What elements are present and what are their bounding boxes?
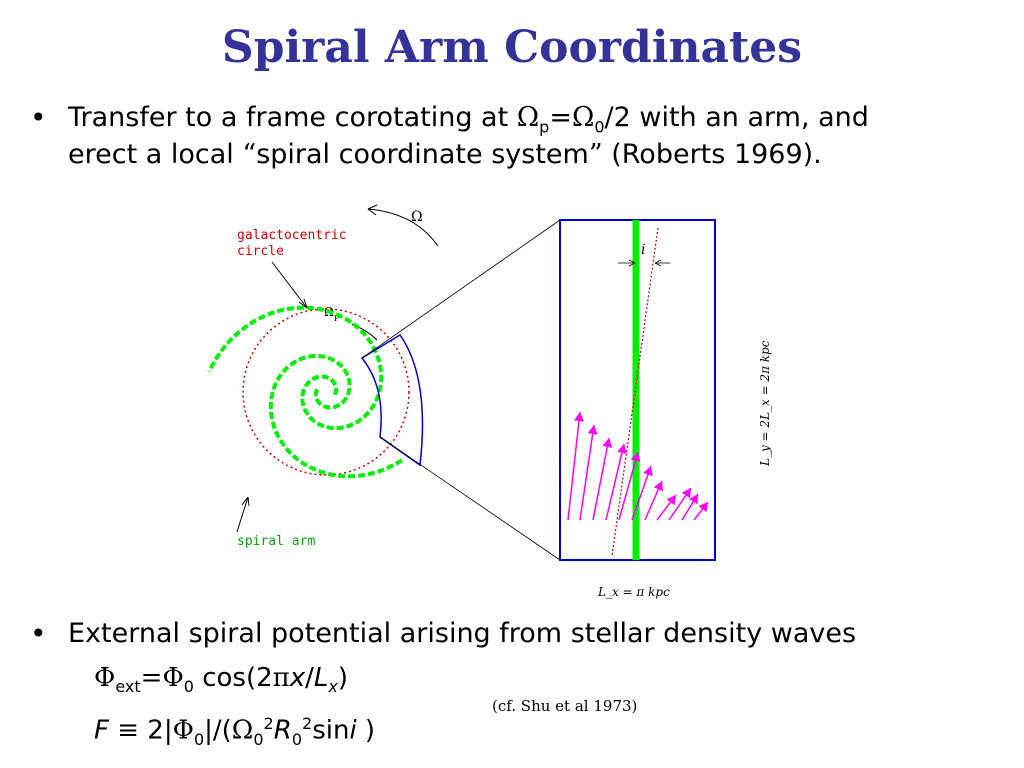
velocity-arrow-shaft <box>592 437 610 521</box>
velocity-arrow-shaft <box>605 443 625 521</box>
R-sub: 0 <box>291 729 302 749</box>
velocity-arrow-head <box>643 466 653 477</box>
eq2-phi-sub: 0 <box>193 729 205 749</box>
pitch-angle-label: i <box>641 242 645 258</box>
zoom-line-bottom <box>379 436 561 561</box>
bullet-1-line-2-start: erect a local <box>68 139 243 170</box>
cos-part: cos(2 <box>193 663 273 693</box>
F-variable: F <box>94 715 109 746</box>
omega-p-label-sub: P <box>334 314 340 323</box>
galactocentric-pointer-head <box>298 298 308 309</box>
velocity-arrow-shaft <box>631 465 652 521</box>
lx-label: L_x = π kpc <box>597 585 670 599</box>
angle-arrowhead-left <box>628 259 636 267</box>
x-variable: x <box>289 663 306 693</box>
R-sup: 2 <box>302 714 313 733</box>
spiral-arm-pointer <box>236 496 249 533</box>
eq2-omega: Ω <box>231 715 254 746</box>
L-variable: L <box>313 663 329 693</box>
galactocentric-circle-segment <box>611 227 659 557</box>
velocity-arrow-head <box>574 412 584 422</box>
spiral-arm-2 <box>268 353 404 479</box>
eq2-phi: Φ <box>172 715 194 746</box>
rotation-arrowhead <box>367 204 378 216</box>
citation: (cf. Shu et al 1973) <box>492 697 638 715</box>
close-quote: ” <box>588 139 603 170</box>
i-variable: i <box>349 715 357 746</box>
pi-symbol: π <box>272 663 290 693</box>
eq2-close: ) <box>356 715 376 746</box>
velocity-arrow-shaft <box>567 411 581 521</box>
bullet-1-text-start: Transfer to a frame corotating at <box>68 102 517 133</box>
quoted-text: spiral coordinate system <box>256 139 589 170</box>
velocity-arrow-shaft <box>618 451 639 521</box>
velocity-arrow-head <box>666 495 676 506</box>
galactocentric-pointer <box>271 261 308 309</box>
eq1-close: ) <box>337 663 349 693</box>
spiral-arm-label: spiral arm <box>237 534 315 549</box>
velocity-arrows <box>567 411 709 521</box>
potential-equation: Φext=Φ0 cos(2πx/Lx) <box>94 662 348 703</box>
R-variable: R <box>273 715 292 746</box>
galactocentric-circle <box>242 308 410 476</box>
bullet-2-text: External spiral potential arising from s… <box>68 618 857 649</box>
phi0-subscript: 0 <box>183 677 194 697</box>
eq1-equals: = <box>140 663 163 693</box>
eq2-omega-sup: 2 <box>263 714 274 733</box>
spiral-arm-1 <box>207 305 384 431</box>
rotation-arc <box>367 208 439 247</box>
velocity-arrow-head <box>617 444 627 454</box>
ly-label: L_y = 2L_x = 2π kpc <box>758 340 772 467</box>
omega-p-symbol: Ω <box>516 102 540 133</box>
circle-label: circle <box>237 244 284 259</box>
phi-symbol: Φ <box>94 663 116 693</box>
ext-subscript: ext <box>115 677 141 697</box>
eq1-slash: / <box>305 663 314 693</box>
slide-title: Spiral Arm Coordinates <box>221 22 803 73</box>
galactocentric-label: galactocentric <box>237 228 347 243</box>
reference-text: (Roberts 1969). <box>602 139 822 170</box>
velocity-arrow-head <box>653 481 663 492</box>
abs-close: |/( <box>204 715 232 746</box>
velocity-arrow-head <box>698 502 708 513</box>
eq2-omega-sub: 0 <box>253 729 264 749</box>
omega-p-subscript: p <box>539 117 550 137</box>
two-abs: 2| <box>139 715 173 746</box>
omega-label: Ω <box>411 209 423 225</box>
bullet-marker-1: • <box>30 101 47 134</box>
velocity-arrow-head <box>630 452 641 463</box>
phi0-symbol: Φ <box>162 663 184 693</box>
velocity-arrow-head <box>689 494 698 505</box>
omega-0-symbol: Ω <box>571 102 595 133</box>
velocity-arrow-head <box>681 488 691 499</box>
velocity-arrow-shaft <box>579 424 595 521</box>
sin-text: sin <box>312 715 350 746</box>
bullet-1-text-end: /2 with an arm, and <box>604 102 869 133</box>
forcing-equation: F ≡ 2|Φ0|/(Ω02R02sini ) <box>94 708 375 756</box>
angle-arrowhead-right <box>654 259 662 267</box>
bullet-1-line-1: Transfer to a frame corotating at Ωp=Ω0/… <box>68 100 869 145</box>
bullet-1-line-2: erect a local “spiral coordinate system”… <box>68 137 822 173</box>
velocity-arrow-head <box>587 425 598 435</box>
bullet-marker-2: • <box>30 617 47 650</box>
spiral-arm-pointer-head <box>241 496 250 507</box>
L-subscript: x <box>328 677 338 697</box>
open-quote: “ <box>242 139 257 170</box>
velocity-arrow-head <box>602 438 613 448</box>
omega-0-subscript: 0 <box>594 117 605 137</box>
zoom-line-top <box>361 219 561 359</box>
equiv-symbol: ≡ <box>117 715 140 746</box>
equals-sign: = <box>549 102 572 133</box>
